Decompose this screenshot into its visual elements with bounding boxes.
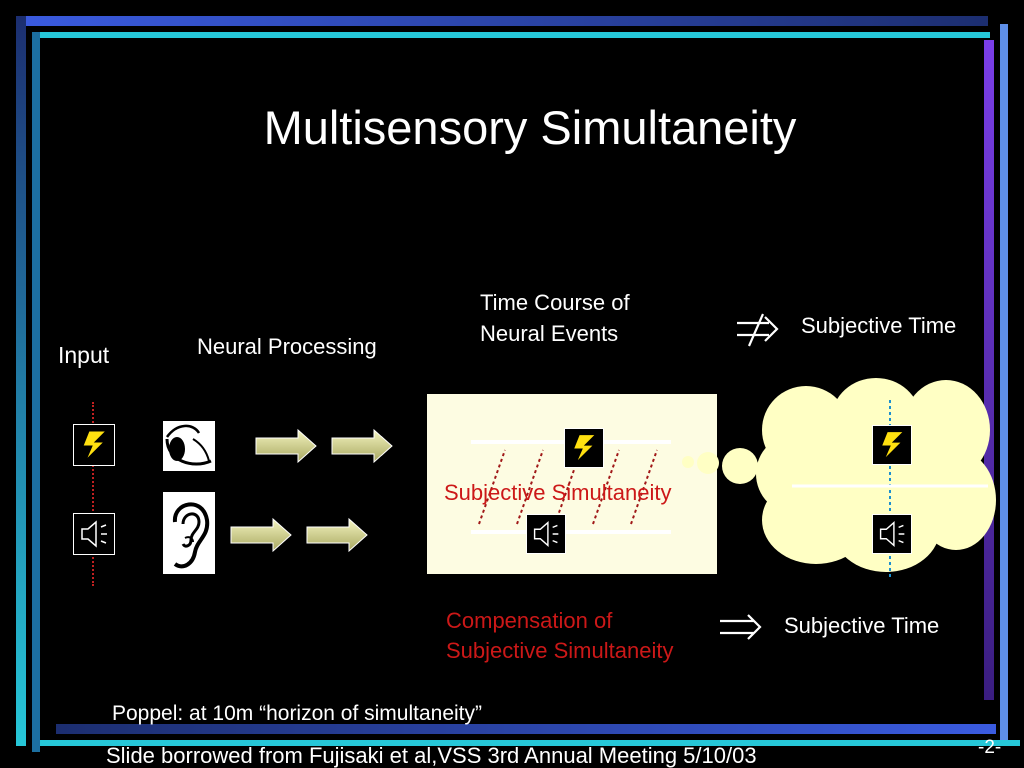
speaker-icon (879, 521, 905, 547)
subjective-simultaneity-label: Subjective Simultaneity (444, 480, 672, 505)
subjective-time-top-label: Subjective Time (801, 313, 957, 338)
event-flash-box (564, 428, 604, 468)
compensation-label-line2: Subjective Simultaneity (446, 638, 674, 663)
lightning-icon (880, 431, 905, 460)
frame-left-inner-bar (32, 32, 40, 752)
compensation-label-line1: Compensation of (446, 608, 613, 633)
frame-bottom-cyan-line (40, 740, 1020, 746)
eye-icon-box (163, 421, 215, 471)
lightning-icon (572, 434, 597, 463)
input-flash-box (73, 424, 115, 466)
speaker-icon (533, 521, 559, 547)
frame-top-cyan-line (32, 32, 990, 38)
eye-icon (165, 424, 212, 466)
subjective-sound-box (872, 514, 912, 554)
frame-bottom-bar (56, 724, 996, 734)
time-course-label-line2: Neural Events (480, 321, 619, 346)
arrow-right-icon (331, 428, 393, 464)
slide-title: Multisensory Simultaneity (263, 101, 797, 154)
auditory-processing-arrows (230, 517, 368, 553)
lightning-icon (82, 430, 108, 461)
ear-icon-box (163, 492, 215, 574)
slide-credit: Slide borrowed from Fujisaki et al,VSS 3… (106, 743, 757, 768)
neural-events-panel (427, 394, 717, 574)
arrow-right-icon (255, 428, 317, 464)
frame-left-bar (16, 16, 26, 746)
horizon-note: Poppel: at 10m “horizon of simultaneity” (112, 702, 483, 725)
event-sound-box (526, 514, 566, 554)
subjective-time-bottom-label: Subjective Time (784, 613, 940, 638)
arrow-right-icon (230, 517, 292, 553)
visual-processing-arrows (255, 428, 393, 464)
page-number: -2- (978, 737, 1002, 758)
implies-symbol (720, 614, 762, 640)
input-sound-box (73, 513, 115, 555)
thought-cloud (682, 378, 996, 580)
frame-right-purple-bar (984, 40, 994, 700)
time-course-label-line1: Time Course of (480, 290, 630, 315)
subjective-flash-box (872, 425, 912, 465)
speaker-icon (81, 520, 107, 548)
input-label: Input (58, 342, 110, 368)
ear-icon (172, 502, 210, 569)
frame-right-blue-bar (1000, 24, 1008, 744)
input-dotted-line (92, 402, 94, 586)
not-implies-symbol (737, 313, 779, 347)
frame-top-bar (16, 16, 988, 26)
arrow-right-icon (306, 517, 368, 553)
neural-processing-label: Neural Processing (197, 334, 377, 359)
